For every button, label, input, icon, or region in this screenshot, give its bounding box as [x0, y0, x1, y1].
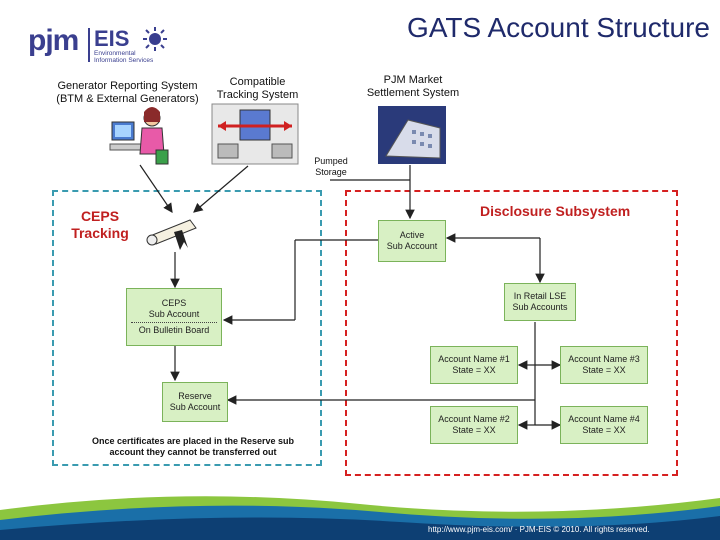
acct2-state: State = XX — [452, 425, 496, 435]
tracking-system-icon — [211, 103, 299, 165]
disclosure-subsystem-region — [345, 190, 678, 476]
acct4-name: Account Name #4 — [568, 414, 640, 424]
page-title: GATS Account Structure — [407, 12, 710, 43]
sun-logo-icon — [143, 27, 167, 51]
ceps-line1: CEPS — [161, 298, 187, 308]
ceps-sub-account-box: CEPS Sub Account On Bulletin Board — [126, 288, 222, 346]
office-building-icon — [378, 106, 446, 164]
logo-subtitle: Environmental Information Services — [94, 50, 154, 64]
account-3-box: Account Name #3 State = XX — [560, 346, 648, 384]
pjm-eis-logo: pjm EIS Environmental Information Servic… — [28, 22, 168, 68]
acct1-state: State = XX — [452, 365, 496, 375]
account-4-box: Account Name #4 State = XX — [560, 406, 648, 444]
pumped-storage-label: Pumped Storage — [314, 156, 348, 177]
generator-reporting-label: Generator Reporting System (BTM & Extern… — [56, 80, 199, 105]
active-line1: Active — [399, 230, 425, 240]
account-1-box: Account Name #1 State = XX — [430, 346, 518, 384]
pjm-market-label: PJM Market Settlement System — [366, 74, 460, 99]
in-retail-lse-box: In Retail LSE Sub Accounts — [504, 283, 576, 321]
ceps-line2: Sub Account — [148, 309, 200, 319]
ceps-divider — [131, 322, 217, 323]
active-sub-account-box: Active Sub Account — [378, 220, 446, 262]
reserve-line1: Reserve — [178, 391, 212, 401]
reserve-note: Once certificates are placed in the Rese… — [91, 436, 295, 457]
logo-pjm-text: pjm — [28, 24, 79, 57]
compatible-tracking-label: Compatible Tracking System — [216, 76, 299, 101]
disclosure-subsystem-title: Disclosure Subsystem — [480, 203, 631, 219]
reserve-sub-account-box: Reserve Sub Account — [162, 382, 228, 422]
in-retail-line2: Sub Accounts — [512, 302, 568, 312]
active-line2: Sub Account — [386, 241, 438, 251]
acct3-state: State = XX — [582, 365, 626, 375]
arrow-generator-to-cert — [139, 164, 173, 213]
certificate-scroll-icon — [146, 219, 197, 250]
account-2-box: Account Name #2 State = XX — [430, 406, 518, 444]
on-bulletin-label: On Bulletin Board — [138, 325, 210, 335]
acct3-name: Account Name #3 — [568, 354, 640, 364]
logo-divider — [88, 28, 90, 62]
footer-wave — [0, 496, 720, 540]
acct4-state: State = XX — [582, 425, 626, 435]
ceps-tracking-region — [52, 190, 322, 466]
acct1-name: Account Name #1 — [438, 354, 510, 364]
footer-copyright: http://www.pjm-eis.com/ · PJM-EIS © 2010… — [428, 525, 650, 534]
reserve-line2: Sub Account — [169, 402, 221, 412]
ceps-tracking-title: CEPS Tracking — [71, 208, 129, 241]
arrow-tracking-to-cert — [193, 165, 249, 213]
in-retail-line1: In Retail LSE — [513, 291, 567, 301]
person-at-computer-icon — [109, 107, 169, 165]
acct2-name: Account Name #2 — [438, 414, 510, 424]
logo-eis-text: EIS — [94, 26, 130, 51]
